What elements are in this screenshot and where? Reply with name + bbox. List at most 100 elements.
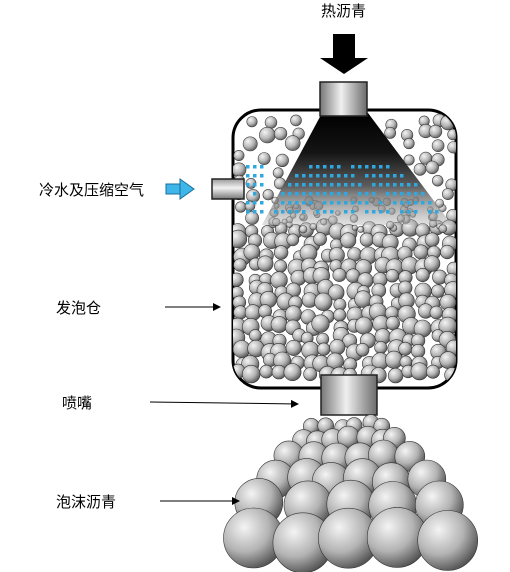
spray-dot (302, 183, 306, 187)
spray-dot (414, 192, 418, 196)
chamber-bubble (285, 339, 302, 356)
spray-dot (414, 210, 418, 214)
spray-dot (246, 165, 250, 169)
chamber-bubble (233, 229, 248, 249)
chamber-bubble (447, 141, 456, 154)
spray-dot (400, 174, 404, 178)
spray-dot (295, 192, 299, 196)
spray-dot (400, 192, 404, 196)
spray-dot (372, 165, 376, 169)
spray-dot (302, 201, 306, 205)
chamber-bubble (423, 255, 441, 272)
spray-dot (323, 210, 327, 214)
mist-bubble (351, 224, 358, 231)
spray-dot (253, 192, 257, 196)
spray-dot (407, 192, 411, 196)
chamber-bubble (257, 255, 274, 272)
spray-dot (386, 165, 390, 169)
chamber-bubble (424, 232, 440, 248)
chamber-bubble (428, 124, 443, 139)
spray-dot (386, 174, 390, 178)
nozzle-pipe (320, 374, 378, 416)
spray-dot (372, 192, 376, 196)
spray-dot (288, 183, 292, 187)
chamber-bubble (275, 153, 289, 167)
spray-dot (323, 183, 327, 187)
spray-dot (309, 201, 313, 205)
spray-dot (288, 201, 292, 205)
chamber-bubble (439, 351, 456, 369)
spray-dot (365, 201, 369, 205)
label-foam-asphalt: 泡沫沥青 (56, 493, 116, 511)
spray-dot (344, 192, 348, 196)
spray-dot (351, 210, 355, 214)
spray-dot (309, 183, 313, 187)
spray-dot (428, 210, 432, 214)
spray-dot (365, 210, 369, 214)
spray-dot (316, 183, 320, 187)
chamber-bubble (431, 284, 445, 298)
chamber-bubble (410, 362, 429, 381)
chamber-bubble (264, 116, 278, 129)
spray-dot (344, 201, 348, 205)
chamber-bubble (246, 116, 258, 128)
chamber-bubble (270, 316, 288, 333)
chamber-bubble (332, 268, 347, 282)
spray-dot (379, 210, 383, 214)
spray-dot (365, 192, 369, 196)
spray-dot (337, 201, 341, 205)
spray-dot (379, 165, 383, 169)
spray-dot (400, 201, 404, 205)
chamber-bubbles (233, 113, 456, 386)
chamber-bubble (273, 245, 289, 260)
spray-dot (351, 174, 355, 178)
label-chamber: 发泡仓 (56, 299, 101, 317)
spray-dot (246, 174, 250, 178)
chamber-bubble (233, 162, 247, 178)
chamber-bubble (413, 244, 429, 260)
chamber-bubble (431, 139, 445, 152)
asphalt-spray-cone (262, 113, 452, 225)
mist-bubble (299, 225, 308, 234)
chamber-bubble (272, 167, 284, 179)
spray-dot (309, 192, 313, 196)
chamber-bubble (415, 267, 430, 282)
chamber-bubble (314, 292, 333, 311)
spray-dot (260, 201, 264, 205)
chamber-bubble (355, 342, 370, 357)
spray-dot (393, 174, 397, 178)
spray-dot (330, 201, 334, 205)
spray-dot (246, 210, 250, 214)
spray-dot (407, 210, 411, 214)
spray-dot (330, 210, 334, 214)
spray-dot (281, 210, 285, 214)
spray-dot (435, 210, 439, 214)
spray-dot (309, 174, 313, 178)
chamber-bubble (354, 290, 372, 308)
spray-dot (400, 210, 404, 214)
spray-dot (372, 174, 376, 178)
spray-dot (386, 183, 390, 187)
chamber-bubble (333, 308, 347, 322)
chamber-bubble (286, 233, 300, 247)
spray-dot (358, 201, 362, 205)
spray-dot (379, 183, 383, 187)
spray-dot (302, 192, 306, 196)
spray-dot (295, 183, 299, 187)
label-hot-asphalt: 热沥青 (321, 2, 366, 20)
spray-dot (260, 174, 264, 178)
spray-dot (365, 174, 369, 178)
spray-dot (323, 201, 327, 205)
spray-dot (407, 183, 411, 187)
chamber-bubble (233, 150, 245, 162)
spray-dot (253, 174, 257, 178)
spray-dot (393, 183, 397, 187)
chamber-bubble (246, 189, 260, 203)
chamber-bubble (354, 316, 373, 335)
spray-dot (386, 192, 390, 196)
spray-dot (274, 210, 278, 214)
chamber-bubble (303, 367, 318, 381)
chamber-bubble (262, 189, 274, 201)
spray-dot (295, 210, 299, 214)
